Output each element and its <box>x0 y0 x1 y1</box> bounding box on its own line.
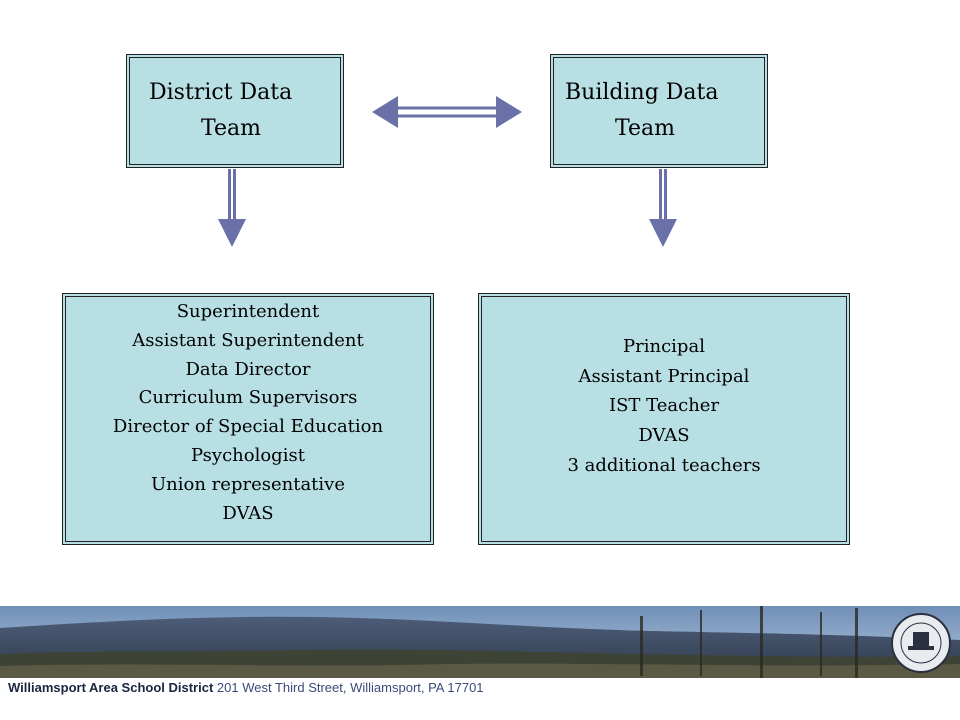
building-members-list: Principal Assistant Principal IST Teache… <box>479 332 849 480</box>
district-name: Williamsport Area School District <box>8 680 214 695</box>
mountain-landscape-photo <box>0 606 960 678</box>
district-member: Superintendent <box>176 301 320 322</box>
district-address: 201 West Third Street, Williamsport, PA … <box>216 680 484 695</box>
footer-bar <box>0 678 960 720</box>
footer-caption: Williamsport Area School District 201 We… <box>8 680 484 695</box>
building-member: 3 additional teachers <box>567 454 761 476</box>
district-member: Director of Special Education <box>112 416 384 438</box>
building-box-line2: Team <box>615 116 675 141</box>
district-member: DVAS <box>222 502 274 524</box>
building-members-box: Principal Assistant Principal IST Teache… <box>478 293 850 545</box>
district-data-team-box: District Data Team <box>126 54 344 168</box>
building-data-team-box: Building Data Team <box>550 54 768 168</box>
district-seal-logo <box>890 612 952 674</box>
district-members-box: Superintendent Assistant Superintendent … <box>62 293 434 545</box>
building-box-line1: Building Data <box>565 80 719 105</box>
district-down-arrow <box>218 169 246 247</box>
building-down-arrow <box>649 169 677 247</box>
building-member: Principal <box>623 336 705 357</box>
district-member: Union representative <box>151 473 345 495</box>
building-member: DVAS <box>638 425 690 447</box>
building-member: Assistant Principal <box>578 365 750 387</box>
district-member: Psychologist <box>191 444 305 466</box>
bidirectional-arrow <box>372 96 522 128</box>
district-box-line1: District Data <box>149 80 293 105</box>
district-box-line2: Team <box>201 116 261 141</box>
district-member: Curriculum Supervisors <box>138 387 358 409</box>
district-members-list: Superintendent Assistant Superintendent … <box>63 298 433 528</box>
district-member: Data Director <box>185 358 311 380</box>
district-member: Assistant Superintendent <box>132 329 364 351</box>
building-member: IST Teacher <box>608 395 720 417</box>
